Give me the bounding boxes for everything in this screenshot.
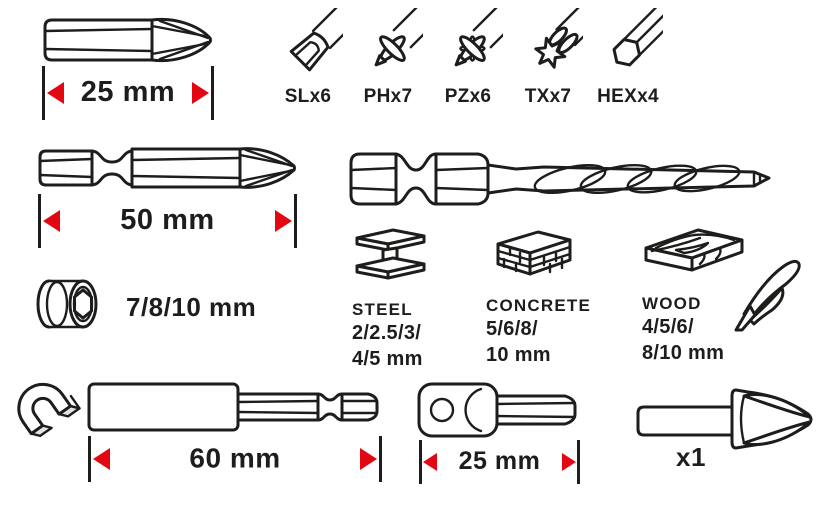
dimension-line xyxy=(42,66,45,120)
dimension-line xyxy=(211,66,214,120)
countersink-icon xyxy=(636,388,813,450)
arrow-right-icon xyxy=(275,210,292,232)
bit-type-label: TXx7 xyxy=(524,86,572,107)
phillips-bit-25mm-icon xyxy=(43,17,212,63)
hex-shank-drill-bit-icon xyxy=(349,152,771,206)
steel-beam-icon xyxy=(355,228,426,280)
bit-50mm-icon xyxy=(38,147,296,189)
material-concrete: CONCRETE 5/6/8/ 10 mm xyxy=(486,228,606,368)
bit-type-label: HEXx4 xyxy=(597,86,659,107)
bit-type-label: SLx6 xyxy=(284,86,332,107)
dimension-label: 50 mm xyxy=(120,203,215,236)
bit-type-hex: HEXx4 xyxy=(588,8,668,114)
phillips-tip-icon xyxy=(374,8,423,67)
bit-holder-icon xyxy=(87,382,379,432)
arrow-left-icon xyxy=(423,453,437,471)
bit-types-row: SLx6 PHx7 xyxy=(268,8,670,114)
material-name: STEEL xyxy=(352,300,413,319)
wood-drill-tip-icon xyxy=(734,259,801,332)
pozidriv-tip-icon xyxy=(454,8,503,67)
socket-adapter-icon xyxy=(417,382,577,438)
socket-sizes-label: 7/8/10 mm xyxy=(126,292,257,322)
material-sizes-line2: 8/10 mm xyxy=(642,342,725,364)
bit-type-torx: TXx7 xyxy=(508,8,588,114)
dimension-label: 25 mm xyxy=(80,75,176,108)
bit-type-phillips: PHx7 xyxy=(348,8,428,114)
dimension-line xyxy=(577,440,580,484)
material-name: WOOD xyxy=(642,294,702,313)
concrete-block-icon xyxy=(496,230,572,276)
arrow-left-icon xyxy=(47,82,64,104)
bit-type-pozidriv: PZx6 xyxy=(428,8,508,114)
arrow-right-icon xyxy=(360,448,377,470)
slotted-tip-icon xyxy=(289,8,343,72)
bit-type-label: PZx6 xyxy=(444,86,492,107)
dimension-holder: 60 mm xyxy=(88,436,382,482)
material-name: CONCRETE xyxy=(486,296,591,315)
hex-tip-icon xyxy=(612,8,663,67)
countersink-quantity-label: x1 xyxy=(676,442,706,472)
bit-type-slotted: SLx6 xyxy=(268,8,348,114)
torx-tip-icon xyxy=(534,8,583,69)
material-sizes-line1: 2/2.5/3/ xyxy=(352,322,422,344)
material-wood: WOOD 4/5/6/ 8/10 mm xyxy=(642,224,762,366)
arrow-right-icon xyxy=(192,82,209,104)
arrow-left-icon xyxy=(93,448,110,470)
material-sizes-line1: 5/6/8/ xyxy=(486,318,538,340)
dimension-label: 25 mm xyxy=(458,446,541,475)
dimension-line xyxy=(38,194,41,248)
dimension-bit25: 25 mm xyxy=(42,66,214,120)
material-sizes-line2: 10 mm xyxy=(486,344,551,366)
dimension-line xyxy=(419,440,422,484)
magnet-icon xyxy=(17,382,81,438)
arrow-right-icon xyxy=(562,453,576,471)
dimension-adapter: 25 mm xyxy=(419,440,580,484)
wood-plank-icon xyxy=(644,228,744,272)
bit-type-label: PHx7 xyxy=(363,86,413,107)
material-sizes-line2: 4/5 mm xyxy=(352,348,423,370)
dimension-line xyxy=(379,436,382,482)
dimension-bit50: 50 mm xyxy=(38,194,297,248)
material-steel: STEEL 2/2.5/3/ 4/5 mm xyxy=(352,226,468,372)
dimension-label: 60 mm xyxy=(189,442,281,474)
nut-socket-icon xyxy=(36,279,98,329)
arrow-left-icon xyxy=(43,210,60,232)
material-sizes-line1: 4/5/6/ xyxy=(642,316,694,338)
dimension-line xyxy=(88,436,91,482)
dimension-line xyxy=(294,194,297,248)
